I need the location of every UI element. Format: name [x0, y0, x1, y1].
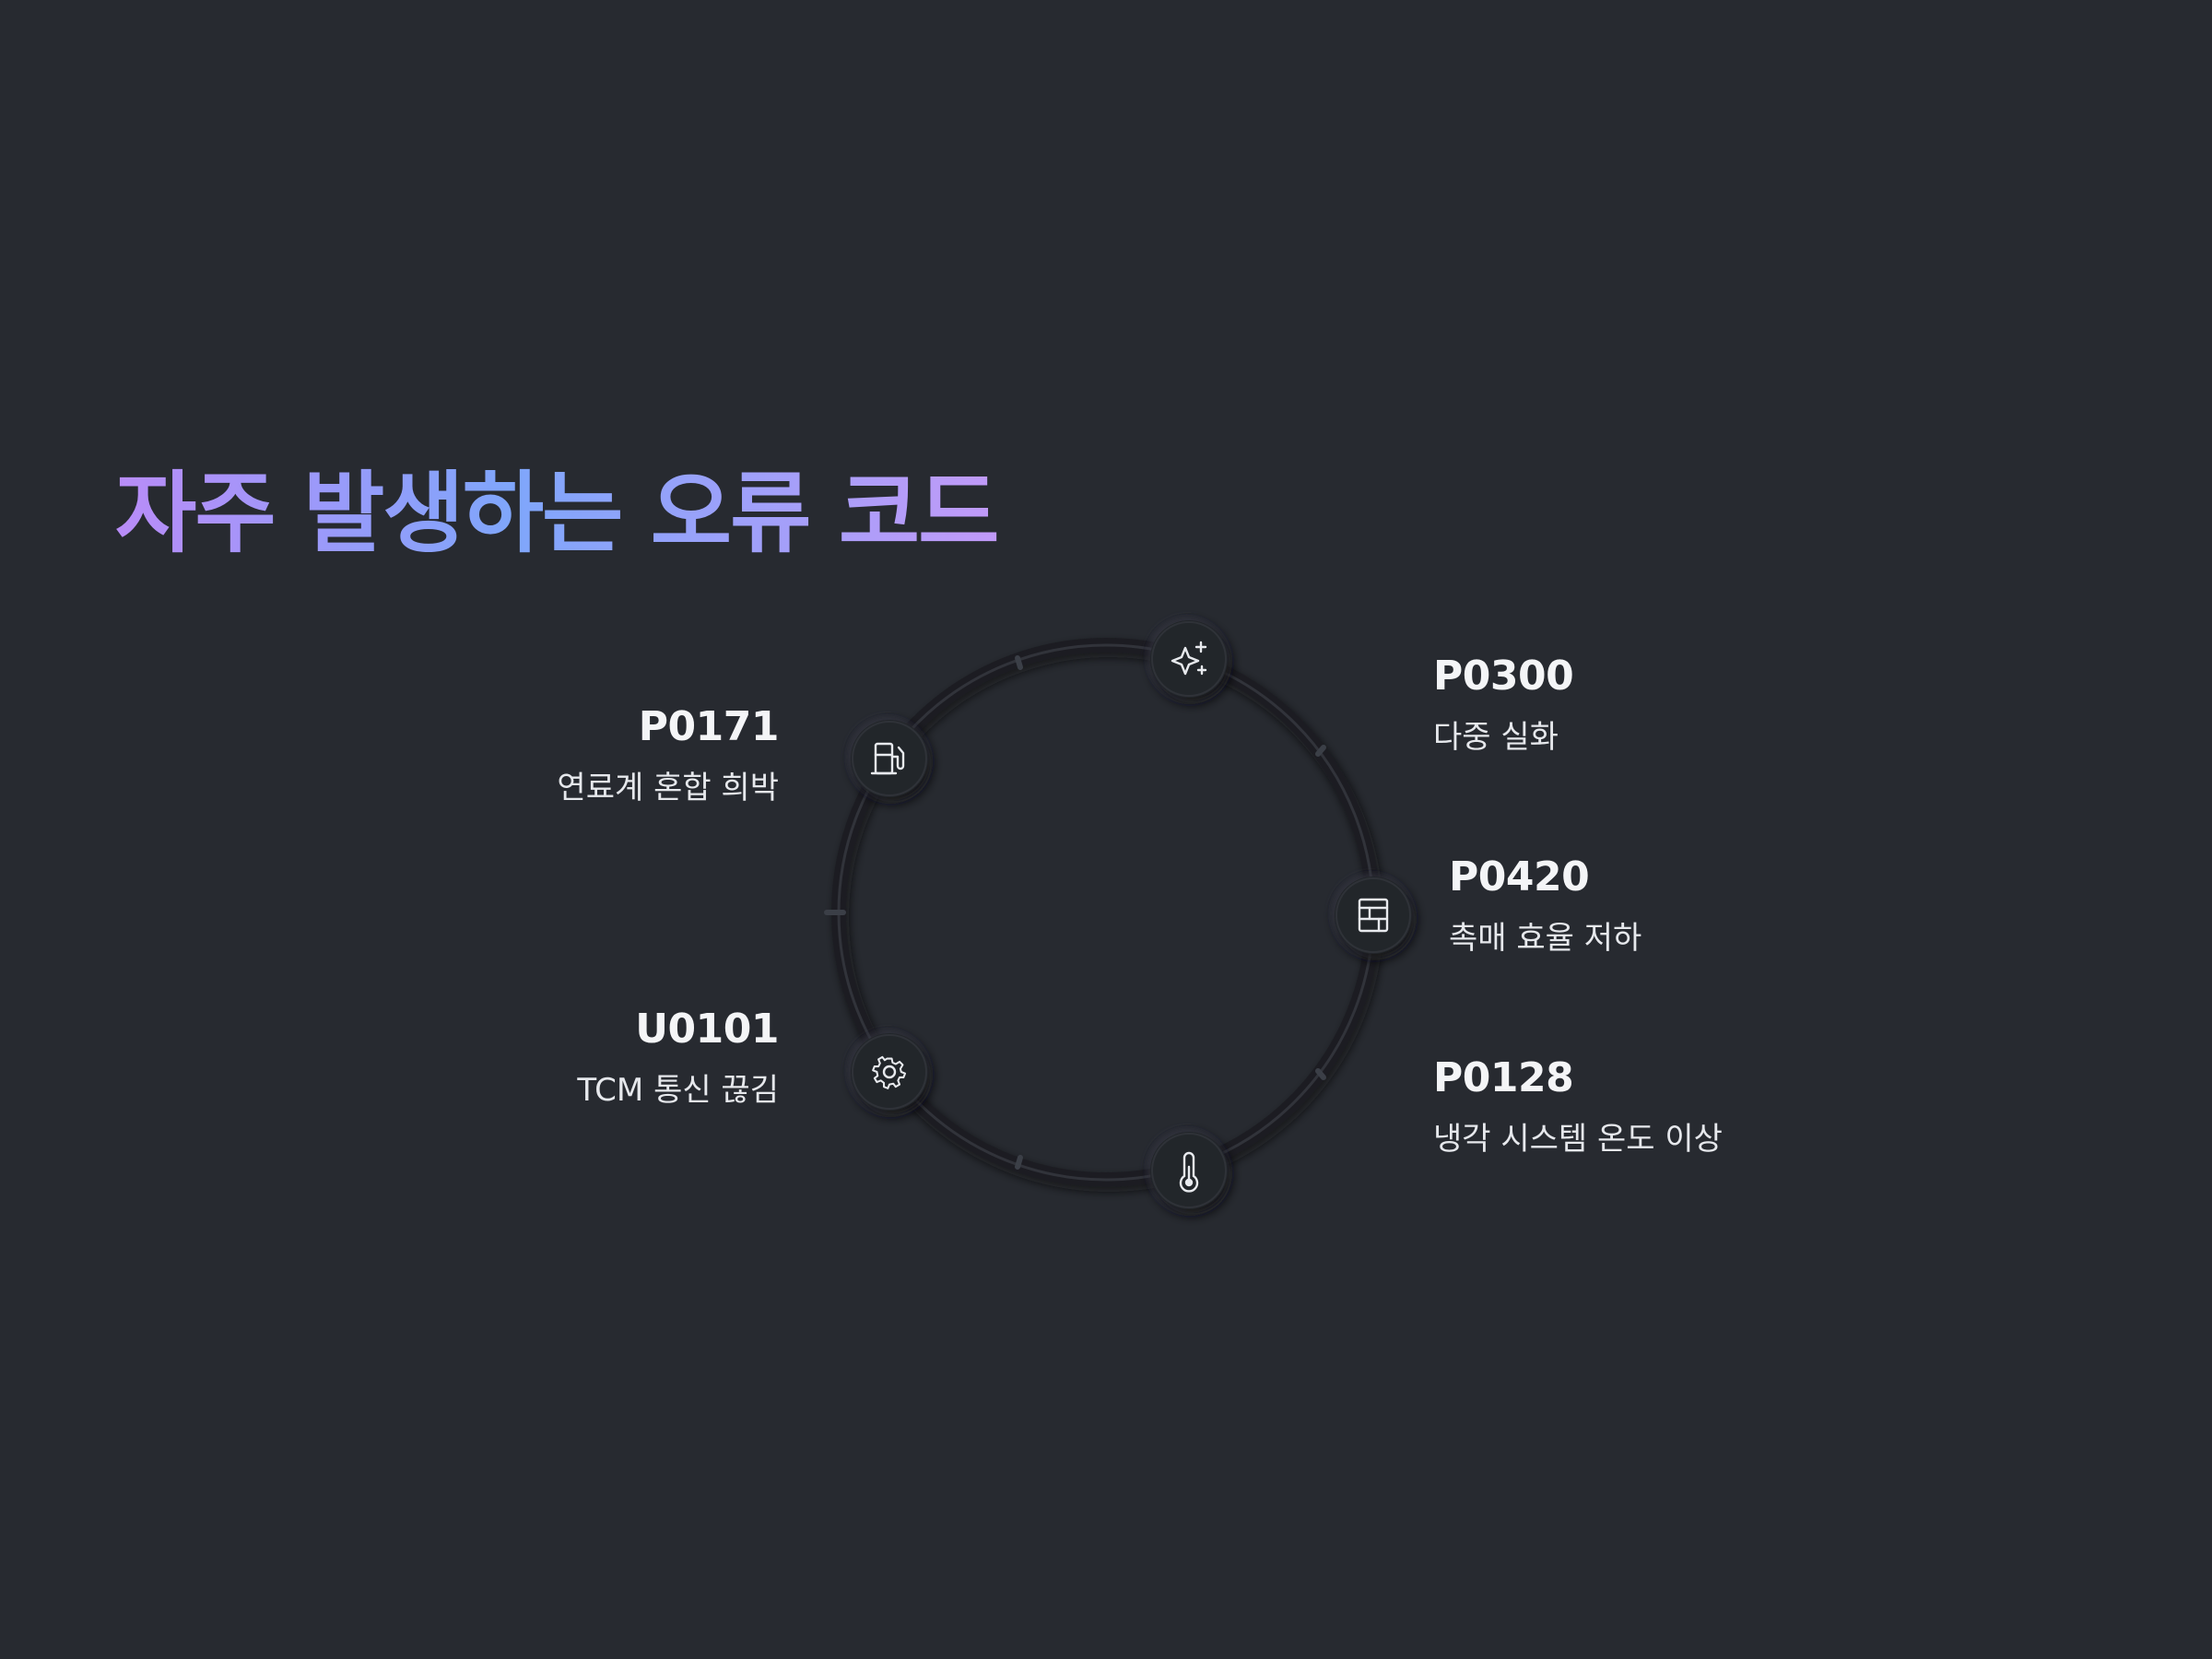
- divider: [1015, 1155, 1023, 1170]
- page-title: 자주 발생하는 오류 코드: [115, 462, 999, 565]
- gear-icon: [872, 1055, 907, 1089]
- divider: [1315, 745, 1326, 757]
- label-p0300: P0300 다중 실화: [1433, 653, 1574, 757]
- sparkles-icon: [1171, 641, 1207, 676]
- node-u0101: [851, 1033, 928, 1111]
- error-code: P0171: [638, 703, 780, 750]
- label-p0420: P0420 촉매 효율 저하: [1449, 853, 1641, 958]
- error-description: 냉각 시스템 온도 이상: [1433, 1120, 1723, 1158]
- node-p0420: [1335, 877, 1412, 954]
- divider: [1315, 1068, 1326, 1080]
- catalytic-converter-icon: [1358, 898, 1389, 933]
- ring-dividers: [824, 655, 1326, 1170]
- node-p0171: [851, 720, 928, 797]
- label-u0101: U0101 TCM 통신 끊김: [577, 1006, 779, 1110]
- error-description: 촉매 효율 저하: [1449, 919, 1642, 957]
- error-code: U0101: [635, 1006, 779, 1053]
- label-p0128: P0128 냉각 시스템 온도 이상: [1433, 1054, 1723, 1159]
- label-p0171: P0171 연료계 혼합 희박: [557, 703, 779, 807]
- thermometer-icon: [1179, 1151, 1199, 1193]
- error-code: P0128: [1433, 1054, 1574, 1101]
- node-p0300: [1150, 620, 1228, 698]
- error-description: 연료계 혼합 희박: [557, 769, 779, 806]
- cycle-ring: [831, 638, 1381, 1187]
- error-code: P0420: [1449, 853, 1590, 900]
- error-code: P0300: [1433, 653, 1574, 700]
- fuel-pump-icon: [870, 742, 905, 775]
- error-description: TCM 통신 끊김: [577, 1071, 779, 1109]
- divider: [1015, 655, 1023, 670]
- node-p0128: [1150, 1132, 1228, 1209]
- error-description: 다중 실화: [1433, 718, 1559, 756]
